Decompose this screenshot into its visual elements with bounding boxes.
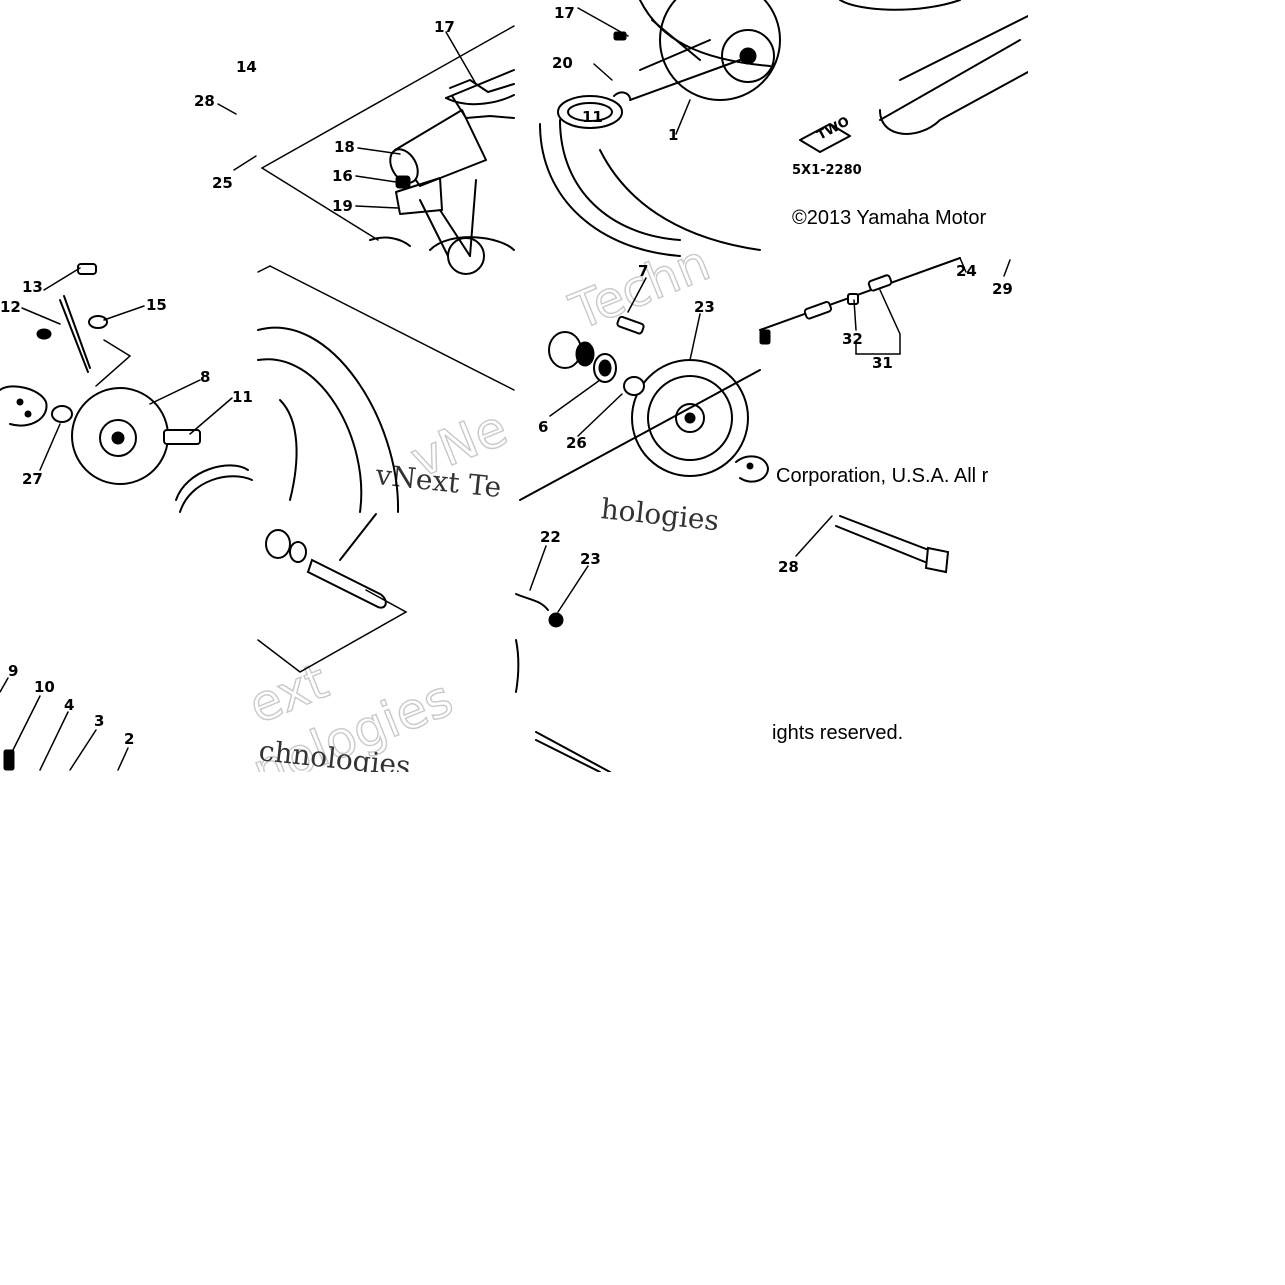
callout-14: 14 bbox=[236, 58, 257, 76]
callout-23: 22 bbox=[540, 528, 561, 546]
brake-panel-assembly bbox=[0, 263, 253, 513]
callout-10: 10 bbox=[34, 678, 55, 696]
callout-11: 11 bbox=[232, 388, 253, 406]
rear-tire bbox=[257, 265, 515, 513]
callout-6: 6 bbox=[538, 418, 548, 436]
axle-and-spacers bbox=[3, 513, 950, 773]
callout-12: 12 bbox=[0, 298, 21, 316]
copyright-line-1: ©2013 Yamaha Motor bbox=[792, 207, 986, 229]
callout-27: 27 bbox=[22, 470, 43, 488]
callout-20: 19 bbox=[332, 197, 353, 215]
callout-9: 9 bbox=[8, 662, 18, 680]
callout-16: 16 bbox=[332, 167, 353, 185]
rear-wheel-top bbox=[539, 0, 781, 257]
callout-30: 28 bbox=[194, 92, 215, 110]
diagram-code: 5X1-2280 bbox=[792, 163, 862, 178]
watermark: Techn vNe ext nologies vNext Te hologies… bbox=[240, 233, 721, 802]
callout-4: 4 bbox=[64, 696, 74, 714]
callout-17: 17 bbox=[554, 4, 575, 22]
callout-32: 31 bbox=[872, 354, 893, 372]
callout-labels: 17 14 28 18 16 25 19 17 20 11 1 13 12 15… bbox=[0, 4, 1013, 748]
callout-1: 1 bbox=[668, 126, 678, 144]
callout-22: 23 bbox=[694, 298, 715, 316]
callout-24: 23 bbox=[580, 550, 601, 568]
callout-31: 29 bbox=[992, 280, 1013, 298]
copyright-line-2: Corporation, U.S.A. All r bbox=[776, 465, 989, 487]
callout-25: 24 bbox=[956, 262, 977, 280]
callout-7: 7 bbox=[638, 262, 648, 280]
callout-8: 8 bbox=[200, 368, 210, 386]
callout-26: 25 bbox=[212, 174, 233, 192]
swing-arm: TWO 5X1-2280 bbox=[792, 0, 1029, 178]
copyright-notice: ©2013 Yamaha Motor Corporation, U.S.A. A… bbox=[772, 207, 989, 744]
callout-19: 18 bbox=[334, 138, 355, 156]
callout-3: 3 bbox=[94, 712, 104, 730]
callout-29: 28 bbox=[778, 558, 799, 576]
callout-13: 13 bbox=[22, 278, 43, 296]
box-label: TWO bbox=[815, 114, 852, 143]
leader-lines bbox=[0, 7, 1011, 771]
callout-33: 32 bbox=[842, 330, 863, 348]
copyright-line-3: ights reserved. bbox=[772, 722, 903, 744]
callout-18: 17 bbox=[434, 18, 455, 36]
sprocket-assembly bbox=[519, 257, 961, 501]
callout-28: 26 bbox=[566, 434, 587, 452]
watermark-fragment: hologies bbox=[599, 492, 720, 537]
callout-15: 15 bbox=[146, 296, 167, 314]
callout-2: 2 bbox=[124, 730, 134, 748]
callout-11-top: 11 bbox=[582, 108, 603, 126]
callout-21: 20 bbox=[552, 54, 573, 72]
fender-tail-light-assembly bbox=[261, 25, 515, 275]
